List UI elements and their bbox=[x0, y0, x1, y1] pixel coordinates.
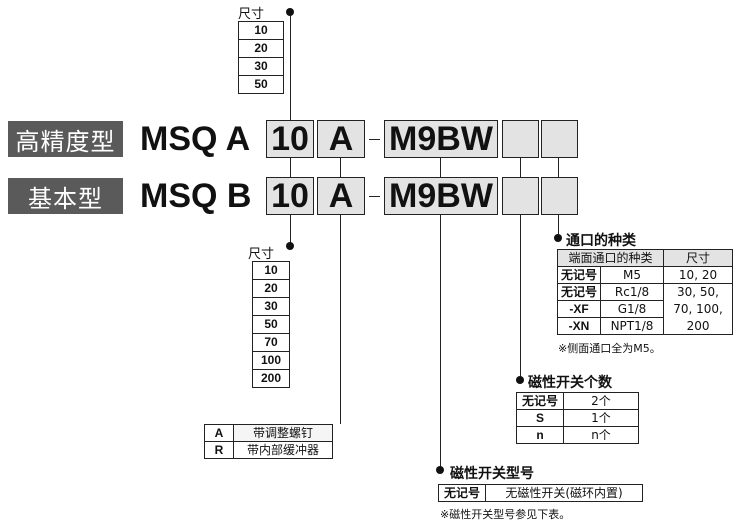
size-bottom-10: 10 bbox=[264, 263, 278, 277]
count-row-2: S 1个 bbox=[516, 409, 639, 427]
port-row-4: -XN NPT1/8 200 bbox=[556, 317, 734, 335]
switch-model-leader bbox=[440, 214, 441, 470]
switch-count-table: 无记号 2个 S 1个 n n个 bbox=[516, 392, 639, 444]
size-top-dot bbox=[286, 8, 294, 16]
switch-box-2: M9BW bbox=[384, 177, 498, 215]
port-type-2: Rc1/8 bbox=[600, 283, 665, 301]
port-code-3: -XF bbox=[556, 300, 602, 318]
port-size-4: 200 bbox=[663, 317, 734, 335]
option-row-a: A 带调整螺钉 bbox=[204, 424, 333, 442]
port-title: 通口的种类 bbox=[566, 233, 636, 249]
count-box-2 bbox=[502, 177, 539, 215]
switch-count-title: 磁性开关个数 bbox=[528, 375, 612, 391]
model-desc-1: 无磁性开关(磁环内置) bbox=[485, 484, 643, 502]
count-desc-1: 2个 bbox=[563, 392, 639, 410]
switch-box-1: M9BW bbox=[384, 120, 498, 158]
count-row-3: n n个 bbox=[516, 426, 639, 444]
size-box-2: 10 bbox=[266, 177, 314, 215]
port-size-1: 10, 20 bbox=[663, 266, 734, 284]
switch-count-dot bbox=[516, 376, 524, 384]
label-basic: 基本型 bbox=[8, 178, 123, 214]
port-table: 端面通口的种类 尺寸 无记号 M5 10, 20 无记号 Rc1/8 30, 5… bbox=[556, 249, 734, 335]
option-box-1: A bbox=[317, 120, 365, 158]
size-top-10: 10 bbox=[254, 23, 268, 37]
count-code-3: n bbox=[516, 426, 564, 444]
size-top-list: 10 20 30 50 bbox=[238, 21, 284, 94]
port-code-1: 无记号 bbox=[556, 266, 602, 284]
count-code-1: 无记号 bbox=[516, 392, 564, 410]
port-size-3: 70, 100, bbox=[663, 300, 734, 318]
link-port bbox=[558, 158, 559, 178]
port-row-2: 无记号 Rc1/8 30, 50, bbox=[556, 283, 734, 301]
series-code-b: MSQ B bbox=[140, 177, 252, 215]
size-top-50: 50 bbox=[239, 75, 283, 93]
count-code-2: S bbox=[516, 409, 564, 427]
count-desc-2: 1个 bbox=[563, 409, 639, 427]
count-row-1: 无记号 2个 bbox=[516, 392, 639, 410]
label-high-precision: 高精度型 bbox=[8, 121, 123, 157]
option-box-2: A bbox=[317, 177, 365, 215]
port-type-1: M5 bbox=[600, 266, 665, 284]
link-size bbox=[290, 158, 291, 178]
switch-model-table: 无记号 无磁性开关(磁环内置) bbox=[438, 484, 643, 502]
port-row-3: -XF G1/8 70, 100, bbox=[556, 300, 734, 318]
port-dot bbox=[554, 234, 562, 242]
series-code-a: MSQ A bbox=[140, 120, 251, 158]
option-code-r: R bbox=[204, 441, 234, 459]
port-note: ※侧面通口全为M5。 bbox=[558, 342, 661, 355]
size-top-title: 尺寸 bbox=[238, 7, 265, 22]
size-bottom-20: 20 bbox=[253, 279, 289, 297]
port-box-1 bbox=[541, 120, 578, 158]
model-code-1: 无记号 bbox=[438, 484, 486, 502]
count-desc-3: n个 bbox=[563, 426, 639, 444]
option-table: A 带调整螺钉 R 带内部缓冲器 bbox=[204, 424, 333, 459]
size-top-leader bbox=[290, 12, 291, 120]
size-bottom-leader bbox=[290, 214, 291, 246]
option-desc-r: 带内部缓冲器 bbox=[233, 441, 333, 459]
port-type-4: NPT1/8 bbox=[600, 317, 665, 335]
port-header-size: 尺寸 bbox=[663, 249, 734, 267]
size-top-30: 30 bbox=[239, 57, 283, 75]
size-box-1: 10 bbox=[266, 120, 314, 158]
port-row-1: 无记号 M5 10, 20 bbox=[556, 266, 734, 284]
size-bottom-200: 200 bbox=[253, 369, 289, 387]
port-leader bbox=[558, 214, 559, 238]
port-code-2: 无记号 bbox=[556, 283, 602, 301]
port-header-type: 端面通口的种类 bbox=[556, 249, 665, 267]
port-size-2: 30, 50, bbox=[663, 283, 734, 301]
port-type-3: G1/8 bbox=[600, 300, 665, 318]
link-option bbox=[340, 158, 341, 178]
model-row-1: 无记号 无磁性开关(磁环内置) bbox=[438, 484, 643, 502]
link-switch bbox=[440, 158, 441, 178]
switch-count-leader bbox=[520, 214, 521, 380]
size-bottom-100: 100 bbox=[253, 351, 289, 369]
dash-1 bbox=[369, 139, 380, 140]
port-code-4: -XN bbox=[556, 317, 602, 335]
size-bottom-50: 50 bbox=[253, 315, 289, 333]
switch-model-note: ※磁性开关型号参见下表。 bbox=[440, 508, 571, 521]
size-bottom-title: 尺寸 bbox=[248, 247, 275, 262]
size-bottom-list: 10 20 30 50 70 100 200 bbox=[252, 261, 290, 388]
size-top-20: 20 bbox=[239, 39, 283, 57]
option-code-a: A bbox=[204, 424, 234, 442]
switch-model-dot bbox=[436, 466, 444, 474]
switch-model-title: 磁性开关型号 bbox=[450, 466, 534, 482]
option-desc-a: 带调整螺钉 bbox=[233, 424, 333, 442]
dash-2 bbox=[369, 196, 380, 197]
size-bottom-70: 70 bbox=[253, 333, 289, 351]
option-row-r: R 带内部缓冲器 bbox=[204, 441, 333, 459]
port-box-2 bbox=[541, 177, 578, 215]
port-header-row: 端面通口的种类 尺寸 bbox=[556, 249, 734, 267]
option-leader bbox=[340, 214, 341, 424]
size-bottom-dot bbox=[286, 242, 294, 250]
link-count bbox=[520, 158, 521, 178]
size-bottom-30: 30 bbox=[253, 297, 289, 315]
count-box-1 bbox=[502, 120, 539, 158]
